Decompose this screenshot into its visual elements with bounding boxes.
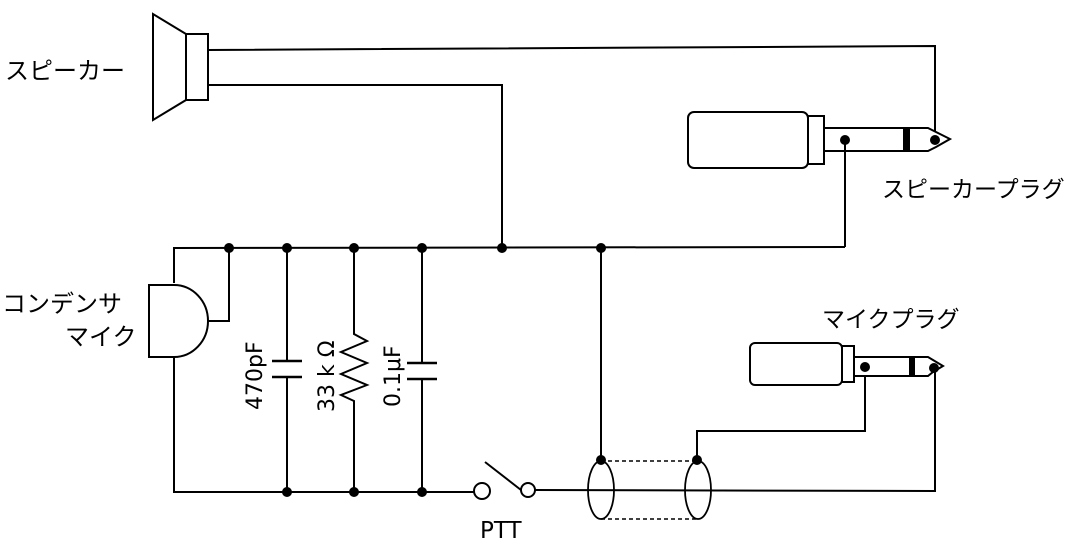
mic-plug-ring-node [860,362,870,372]
speaker-plug-tip-node [930,135,940,145]
capacitor-470pf [272,248,302,492]
top-bus-wire [173,246,846,283]
mic-plug [749,342,945,386]
junction-dots [224,243,702,497]
resistor-33k [338,248,370,492]
speaker-label: スピーカー [5,57,125,85]
condenser-mic-label-line1: コンデンサ [2,290,122,318]
condenser-mic-label-line2: マイク [65,323,137,351]
condenser-mic-symbol [148,284,209,358]
bottom-bus-wire [173,357,474,493]
mic-plug-label: マイクプラグ [822,307,960,333]
ptt-label: PTT [480,518,523,544]
capacitor-01uf [407,248,437,492]
resistor-33k-label: 33 k Ω [315,340,340,412]
mic-plug-tip-node [929,363,939,373]
ptt-switch [473,461,536,500]
capacitor-470pf-label: 470pF [243,341,268,410]
speaker-plug [687,111,953,169]
mic-to-bus-wire [208,248,230,322]
ptt-to-mic-plug-wire [534,368,936,493]
shield-right-wire [696,368,866,460]
speaker-symbol [152,12,209,122]
capacitor-01uf-label: 0.1μF [381,345,406,407]
speaker-wire-top [207,44,936,140]
speaker-plug-label: スピーカープラグ [882,177,1065,203]
speaker-wire-bottom [208,84,503,248]
